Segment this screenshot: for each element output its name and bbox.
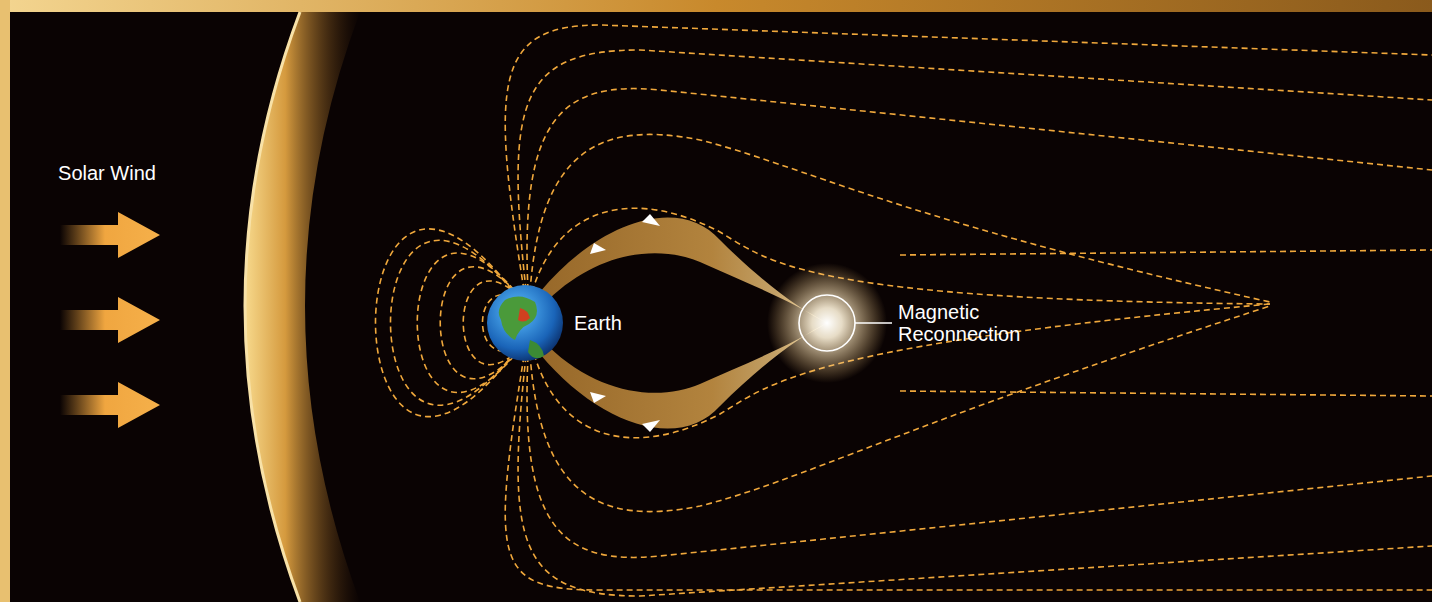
solar-wind-label: Solar Wind [57, 162, 157, 184]
reconnection-label: Magnetic Reconnection [898, 301, 1038, 345]
earth-label: Earth [574, 312, 664, 334]
